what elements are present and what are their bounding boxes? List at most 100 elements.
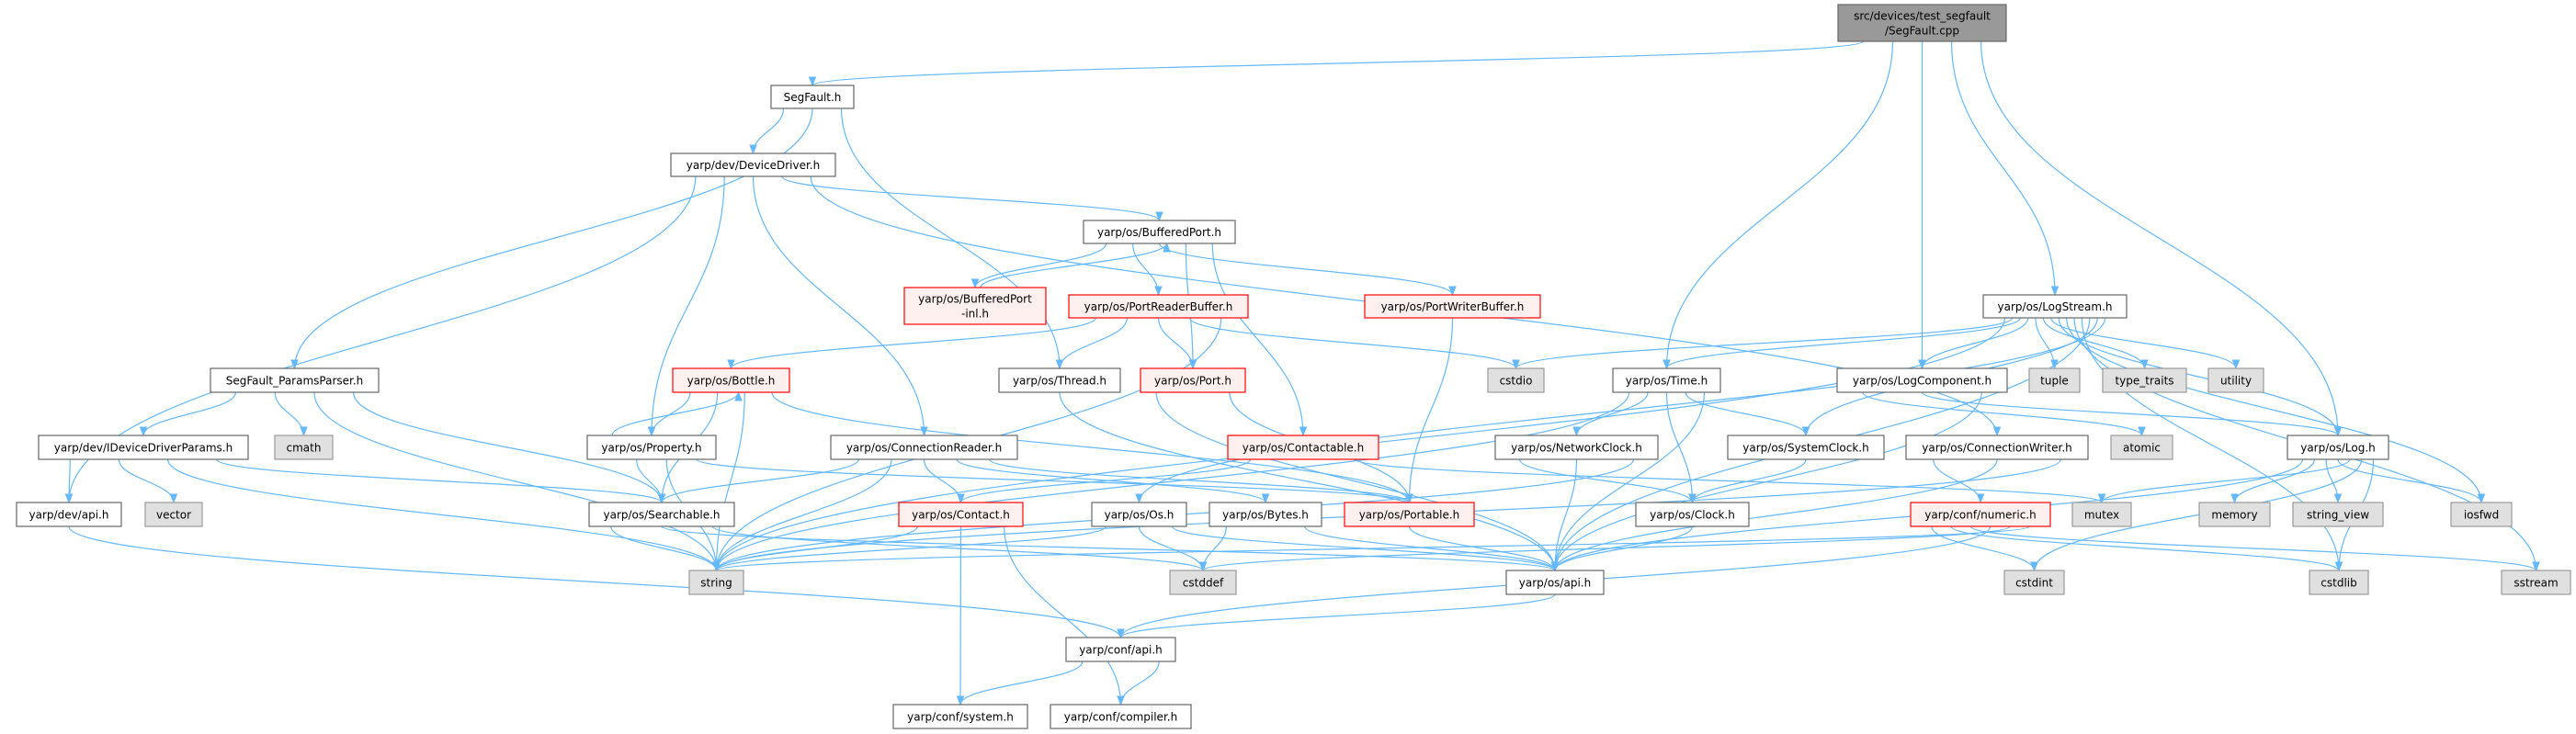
node-label: cstdint bbox=[2015, 577, 2053, 590]
node-string-view[interactable]: string_view bbox=[2292, 502, 2384, 527]
edge-root-to-segfault_h bbox=[809, 40, 1865, 87]
edge-segfault_h-to-paramsparser bbox=[290, 107, 813, 370]
edge-ideviceparams-to-searchable bbox=[216, 458, 666, 504]
node-label: yarp/dev/IDeviceDriverParams.h bbox=[54, 442, 233, 455]
node-label: utility bbox=[2220, 375, 2252, 388]
node-os-h[interactable]: yarp/os/Os.h bbox=[1091, 502, 1187, 527]
node-property[interactable]: yarp/os/Property.h bbox=[586, 435, 717, 460]
node-confapi[interactable]: yarp/conf/api.h bbox=[1065, 637, 1176, 662]
edge-logstream-to-type_traits bbox=[2042, 317, 2149, 370]
node-utility[interactable]: utility bbox=[2207, 367, 2264, 393]
node-label: yarp/os/BufferedPort.h bbox=[1097, 226, 1221, 239]
node-clock[interactable]: yarp/os/Clock.h bbox=[1635, 502, 1750, 527]
node-portable[interactable]: yarp/os/Portable.h bbox=[1344, 502, 1475, 527]
edge-time-to-networkclock bbox=[1572, 391, 1649, 437]
edge-numeric-to-cstddef bbox=[1199, 525, 2011, 572]
node-devapi[interactable]: yarp/dev/api.h bbox=[16, 502, 122, 527]
node-label: string bbox=[700, 577, 732, 590]
node-box bbox=[670, 152, 836, 177]
node-contactable[interactable]: yarp/os/Contactable.h bbox=[1227, 435, 1379, 460]
node-logstream[interactable]: yarp/os/LogStream.h bbox=[1982, 294, 2128, 319]
node-portwriterbuffer[interactable]: yarp/os/PortWriterBuffer.h bbox=[1364, 294, 1541, 319]
node-label: cmath bbox=[287, 442, 322, 455]
node-contact[interactable]: yarp/os/Contact.h bbox=[898, 502, 1024, 527]
node-port[interactable]: yarp/os/Port.h bbox=[1140, 367, 1246, 393]
node-thread[interactable]: yarp/os/Thread.h bbox=[998, 367, 1121, 393]
node-label: yarp/os/api.h bbox=[1519, 577, 1591, 590]
edge-contact-to-system bbox=[956, 525, 965, 706]
edge-connreader-to-searchable bbox=[657, 458, 860, 504]
node-cmath[interactable]: cmath bbox=[274, 435, 334, 460]
node-systemclock[interactable]: yarp/os/SystemClock.h bbox=[1727, 435, 1885, 460]
node-box bbox=[2102, 367, 2187, 393]
node-vector[interactable]: vector bbox=[144, 502, 203, 527]
node-connreader[interactable]: yarp/os/ConnectionReader.h bbox=[830, 435, 1018, 460]
node-label: yarp/os/Bottle.h bbox=[687, 375, 776, 388]
node-time[interactable]: yarp/os/Time.h bbox=[1612, 367, 1721, 393]
node-box bbox=[1209, 502, 1322, 527]
edge-logcomponent-to-osapi bbox=[1550, 391, 1982, 572]
edge-logstream-to-logcomponent bbox=[1918, 317, 2029, 370]
node-bufferedport[interactable]: yarp/os/BufferedPort.h bbox=[1083, 220, 1236, 244]
edge-paramsparser-to-string bbox=[313, 391, 721, 572]
node-label: yarp/conf/numeric.h bbox=[1924, 509, 2036, 522]
node-label: yarp/conf/compiler.h bbox=[1064, 711, 1177, 724]
nodes-layer: src/devices/test_segfault/SegFault.cppSe… bbox=[16, 4, 2571, 729]
node-ideviceparams[interactable]: yarp/dev/IDeviceDriverParams.h bbox=[38, 435, 249, 460]
node-box bbox=[2207, 367, 2264, 393]
node-label: cstddef bbox=[1183, 577, 1224, 590]
node-atomic[interactable]: atomic bbox=[2110, 435, 2173, 460]
node-memory[interactable]: memory bbox=[2198, 502, 2271, 527]
edge-connwriter-to-osapi bbox=[1550, 458, 1998, 572]
node-portreaderbuffer[interactable]: yarp/os/PortReaderBuffer.h bbox=[1068, 294, 1249, 319]
node-label: yarp/os/Property.h bbox=[601, 442, 701, 455]
node-root[interactable]: src/devices/test_segfault/SegFault.cpp bbox=[1837, 4, 2007, 42]
node-tuple[interactable]: tuple bbox=[2028, 367, 2081, 393]
node-label: SegFault.h bbox=[784, 91, 842, 104]
node-segfault-h[interactable]: SegFault.h bbox=[770, 85, 855, 109]
node-string[interactable]: string bbox=[688, 570, 744, 595]
node-type-traits[interactable]: type_traits bbox=[2102, 367, 2187, 393]
edge-bytes-to-cstddef bbox=[1198, 525, 1227, 572]
edge-devicedriver-to-connreader bbox=[752, 175, 928, 437]
node-paramsparser[interactable]: SegFault_ParamsParser.h bbox=[210, 367, 380, 393]
edge-log-to-memory bbox=[2230, 458, 2315, 504]
node-mutex[interactable]: mutex bbox=[2071, 502, 2132, 527]
node-bytes[interactable]: yarp/os/Bytes.h bbox=[1209, 502, 1322, 527]
node-system[interactable]: yarp/conf/system.h bbox=[892, 704, 1028, 729]
edge-time-to-systemclock bbox=[1685, 391, 1810, 437]
edge-bytes-to-osapi bbox=[1304, 525, 1560, 572]
edge-paramsparser-to-cmath bbox=[274, 391, 308, 437]
node-devicedriver[interactable]: yarp/dev/DeviceDriver.h bbox=[670, 152, 836, 177]
node-numeric[interactable]: yarp/conf/numeric.h bbox=[1910, 502, 2051, 527]
edge-bottle-to-string bbox=[712, 391, 745, 572]
edge-bottle-to-portable bbox=[771, 391, 1413, 504]
node-logcomponent[interactable]: yarp/os/LogComponent.h bbox=[1836, 367, 2008, 393]
edge-log-to-mutex bbox=[2097, 458, 2351, 504]
node-bottle[interactable]: yarp/os/Bottle.h bbox=[672, 367, 790, 393]
node-searchable[interactable]: yarp/os/Searchable.h bbox=[588, 502, 735, 527]
edge-log-to-iosfwd bbox=[2337, 458, 2486, 504]
edge-property-to-bottle bbox=[611, 390, 743, 436]
node-compiler[interactable]: yarp/conf/compiler.h bbox=[1050, 704, 1192, 729]
node-log[interactable]: yarp/os/Log.h bbox=[2287, 435, 2389, 460]
node-osapi[interactable]: yarp/os/api.h bbox=[1505, 570, 1605, 595]
node-connwriter[interactable]: yarp/os/ConnectionWriter.h bbox=[1905, 435, 2089, 460]
edge-ideviceparams-to-vector bbox=[118, 458, 178, 504]
node-sstream[interactable]: sstream bbox=[2501, 570, 2571, 595]
node-box bbox=[1083, 220, 1236, 244]
node-label: yarp/os/ConnectionWriter.h bbox=[1922, 442, 2072, 455]
node-iosfwd[interactable]: iosfwd bbox=[2450, 502, 2513, 527]
edge-bufferedport-to-portwriterbuffer bbox=[1158, 243, 1457, 297]
node-cstdio[interactable]: cstdio bbox=[1487, 367, 1545, 393]
node-cstdint[interactable]: cstdint bbox=[2003, 570, 2065, 595]
edge-logstream-to-tuple bbox=[2035, 317, 2059, 370]
node-cstddef[interactable]: cstddef bbox=[1169, 570, 1237, 595]
node-label: yarp/os/ConnectionReader.h bbox=[846, 442, 1002, 455]
node-bufferedport-inl[interactable]: yarp/os/BufferedPort-inl.h bbox=[903, 287, 1047, 325]
node-cstdlib[interactable]: cstdlib bbox=[2309, 570, 2369, 595]
node-networkclock[interactable]: yarp/os/NetworkClock.h bbox=[1494, 435, 1659, 460]
node-box bbox=[1364, 294, 1541, 319]
node-label: yarp/os/PortReaderBuffer.h bbox=[1084, 300, 1233, 313]
node-box bbox=[2028, 367, 2081, 393]
